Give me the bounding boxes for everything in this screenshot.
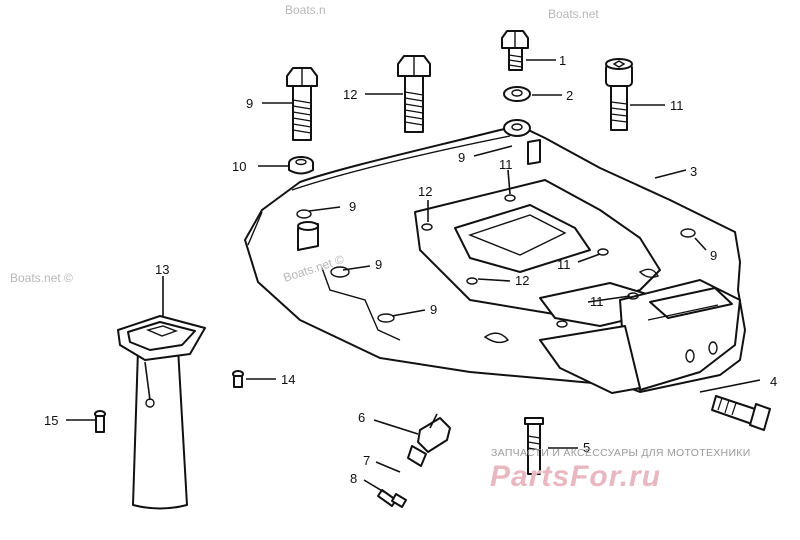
callout-11-bolt: 11 — [670, 98, 684, 113]
watermark-top: Boats.n — [285, 3, 326, 17]
callout-4: 4 — [770, 374, 777, 389]
pin-8 — [377, 489, 407, 508]
callout-5: 5 — [583, 440, 590, 455]
callout-9-mid: 9 — [375, 257, 382, 272]
callout-12-bolt: 12 — [343, 87, 357, 102]
callout-11-mid: 11 — [557, 257, 571, 272]
leader-lines — [66, 59, 761, 493]
bolt-1 — [501, 30, 529, 71]
callout-9-top: 9 — [458, 150, 465, 165]
nut-10 — [288, 156, 314, 175]
bolt-4 — [711, 395, 771, 431]
callout-6: 6 — [358, 410, 365, 425]
screw-14 — [232, 370, 244, 388]
callout-12-lower: 12 — [515, 273, 529, 288]
callout-9-low: 9 — [430, 302, 437, 317]
watermark-top-right: Boats.net — [548, 7, 599, 21]
watermark-shop-line: ЗАПЧАСТИ И АКСЕССУАРЫ ДЛЯ МОТОТЕХНИКИ — [491, 447, 751, 459]
callout-7: 7 — [363, 453, 370, 468]
washer-2 — [503, 86, 531, 102]
callout-9-right: 9 — [710, 248, 717, 263]
callout-10: 10 — [232, 159, 246, 174]
callout-11-top: 11 — [499, 157, 513, 172]
socket-bolt-11 — [605, 58, 633, 131]
screw-15 — [94, 410, 106, 433]
callout-13: 13 — [155, 262, 169, 277]
callout-9-bolt: 9 — [246, 96, 253, 111]
sensor-6 — [407, 413, 451, 467]
callout-3: 3 — [690, 164, 697, 179]
watermark-left: Boats.net © — [10, 271, 73, 285]
adapter-plate — [244, 119, 746, 394]
callout-14: 14 — [281, 372, 295, 387]
bolt-9 — [286, 67, 318, 141]
watermark-logo: PartsFor.ru — [490, 460, 661, 493]
callout-11-low: 11 — [590, 294, 604, 309]
callout-labels: 1 2 3 4 5 6 7 8 9 9 9 9 9 9 10 11 11 11 … — [44, 53, 777, 486]
callout-2: 2 — [566, 88, 573, 103]
callout-1: 1 — [559, 53, 566, 68]
tall-bracket-13 — [117, 315, 206, 510]
callout-12-upper: 12 — [418, 184, 432, 199]
callout-8: 8 — [350, 471, 357, 486]
bolt-5 — [524, 417, 544, 475]
callout-15: 15 — [44, 413, 58, 428]
bolt-12 — [397, 55, 431, 133]
callout-9-left: 9 — [349, 199, 356, 214]
